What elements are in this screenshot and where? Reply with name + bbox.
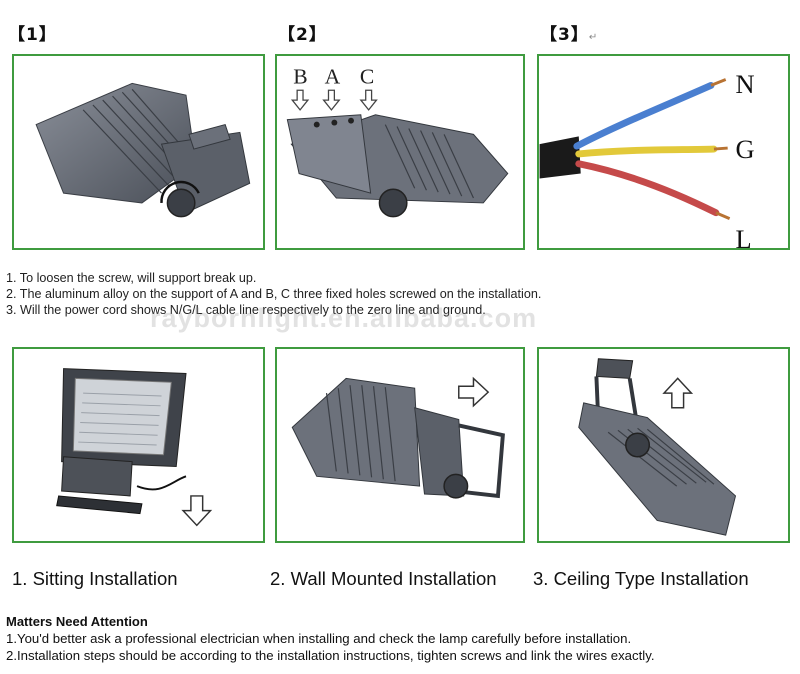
- step-2-label: 【2】: [278, 25, 327, 45]
- label-c: C: [360, 64, 374, 88]
- label-b: B: [293, 64, 307, 88]
- wall-panel: [275, 347, 525, 543]
- step-3-panel: N G L: [537, 54, 790, 250]
- sitting-lamp-illustration: [56, 368, 213, 527]
- label-n: N: [736, 69, 755, 99]
- attention-item-2: 2.Installation steps should be according…: [6, 648, 655, 663]
- down-arrows: [290, 89, 378, 111]
- label-l: L: [736, 224, 752, 248]
- attention-list: 1.You'd better ask a professional electr…: [6, 630, 655, 664]
- ceiling-lamp-illustration: [578, 358, 737, 536]
- right-arrow-icon: [458, 376, 490, 408]
- label-a: A: [325, 64, 341, 88]
- watermark: raybornlight.en.alibaba.com: [150, 303, 538, 333]
- up-arrow-icon: [662, 377, 694, 409]
- wire-red: [575, 160, 720, 217]
- sitting-panel: [12, 347, 265, 543]
- note-1: 1. To loosen the screw, will support bre…: [6, 271, 257, 285]
- instruction-notes: 1. To loosen the screw, will support bre…: [6, 270, 541, 318]
- caption-sitting: 1. Sitting Installation: [12, 568, 178, 589]
- caption-wall: 2. Wall Mounted Installation: [270, 568, 497, 589]
- ceiling-panel: [537, 347, 790, 543]
- step-1-panel: [12, 54, 265, 250]
- wire-blue: [573, 81, 715, 150]
- attention-title: Matters Need Attention: [6, 614, 148, 629]
- caption-ceiling: 3. Ceiling Type Installation: [533, 568, 749, 589]
- label-g: G: [736, 134, 755, 164]
- lamp-holes-illustration: B A C: [286, 64, 509, 218]
- power-cord-illustration: N G L: [539, 69, 755, 248]
- step-3-label: 【3】↵: [540, 20, 598, 45]
- note-2: 2. The aluminum alloy on the support of …: [6, 287, 542, 301]
- step-2-panel: B A C: [275, 54, 525, 250]
- down-arrow-icon: [181, 495, 213, 527]
- attention-item-1: 1.You'd better ask a professional electr…: [6, 631, 632, 646]
- step-3-label-text: 【3】: [540, 25, 589, 45]
- wire-yellow: [575, 145, 718, 158]
- step-1-label: 【1】: [8, 25, 57, 45]
- lamp-bracket-illustration: [35, 82, 251, 218]
- note-3: 3. Will the power cord shows N/G/L cable…: [6, 303, 486, 317]
- cable-sheath: [539, 136, 581, 179]
- wall-lamp-illustration: [291, 376, 505, 499]
- return-mark: ↵: [588, 32, 599, 43]
